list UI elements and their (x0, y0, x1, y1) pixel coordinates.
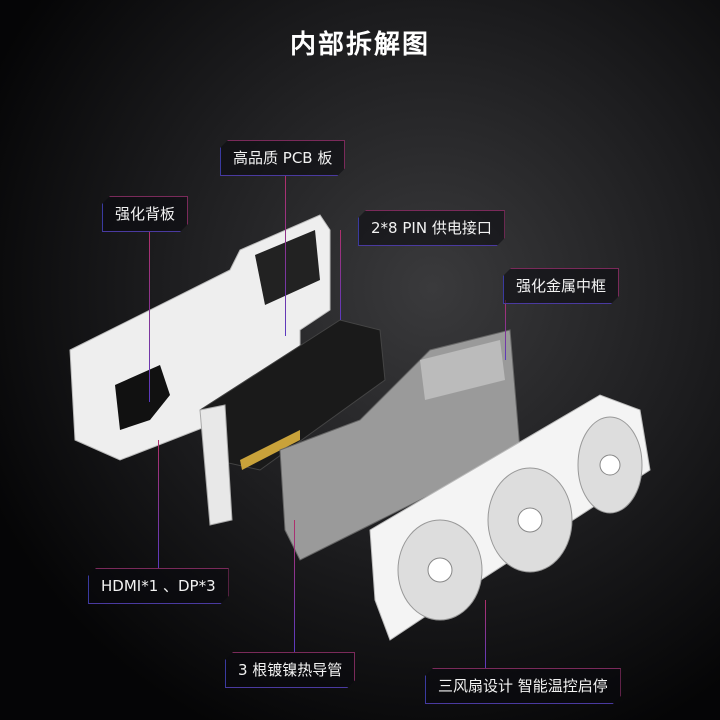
page-title: 内部拆解图 (289, 30, 430, 60)
label-power-connector: 2*8 PIN 供电接口 (358, 210, 505, 246)
leader-line (505, 300, 506, 360)
leader-line (340, 230, 341, 320)
fan-shroud (369, 394, 651, 641)
io-bracket (199, 404, 233, 526)
label-backplate: 强化背板 (102, 196, 188, 232)
leader-line (285, 176, 286, 336)
label-io-ports: HDMI*1 、DP*3 (88, 568, 229, 604)
leader-line (294, 520, 295, 652)
label-pcb: 高品质 PCB 板 (220, 140, 345, 176)
leader-line (149, 232, 150, 402)
leader-line (158, 440, 159, 568)
label-heatpipes: 3 根镀镍热导管 (225, 652, 355, 688)
label-fans: 三风扇设计 智能温控启停 (425, 668, 621, 704)
label-metal-frame: 强化金属中框 (503, 268, 619, 304)
leader-line (485, 600, 486, 668)
